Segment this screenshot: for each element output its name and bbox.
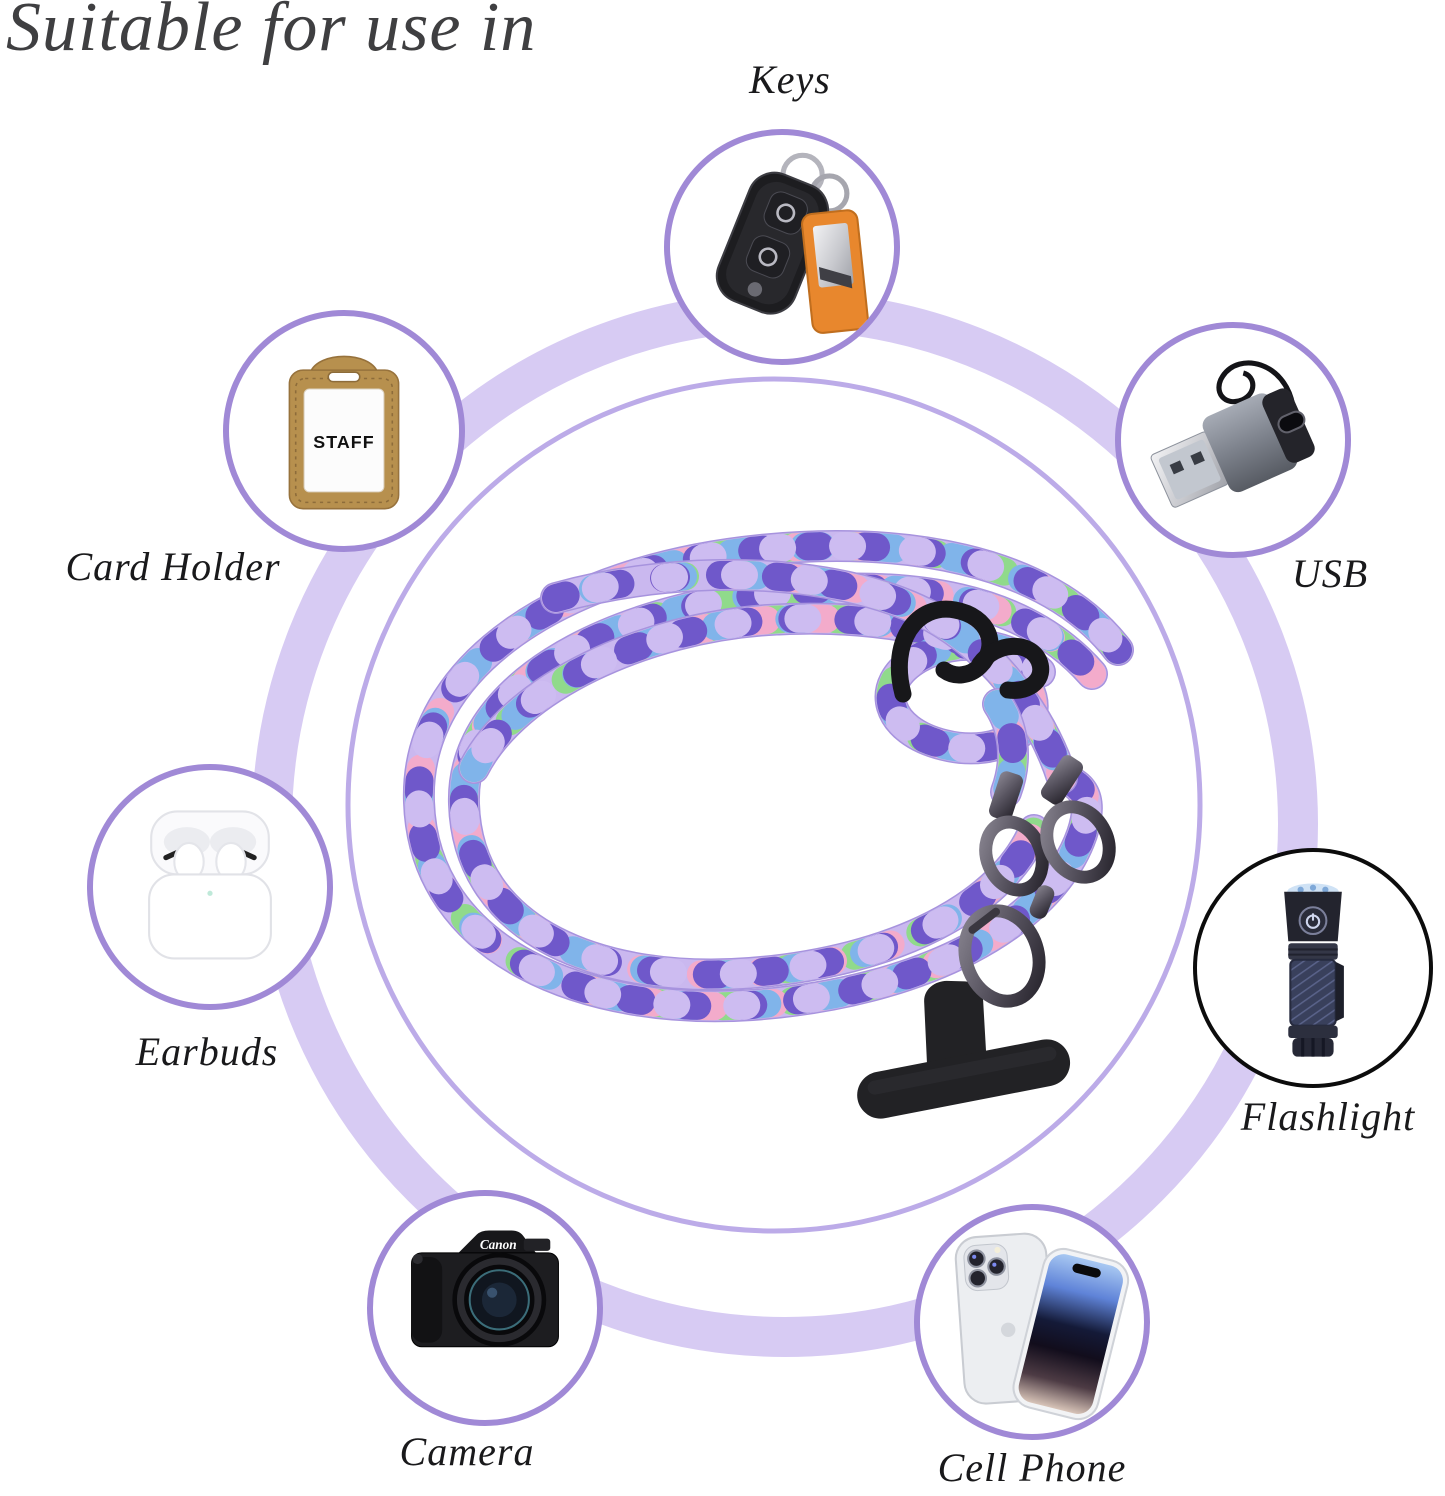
key-fob <box>715 171 830 315</box>
phone-front <box>1012 1247 1130 1421</box>
item-label-earbuds: Earbuds <box>135 1029 279 1074</box>
item-circle-flashlight <box>1193 848 1433 1088</box>
item-label-keys: Keys <box>749 57 831 102</box>
staff-card-text: STAFF <box>313 432 374 452</box>
metal-clasps <box>958 755 1116 1008</box>
item-label-card-holder: Card Holder <box>65 544 281 589</box>
phone-tab-patch <box>857 980 1071 1119</box>
item-circle-keys <box>664 129 900 365</box>
carabiner-clasp <box>958 904 1046 1008</box>
rope-hook <box>890 600 1050 703</box>
item-label-flashlight: Flashlight <box>1240 1094 1416 1139</box>
item-label-cell-phone: Cell Phone <box>937 1445 1127 1490</box>
item-circle-camera: Canon <box>367 1190 603 1426</box>
lanyard-string-icon <box>1216 360 1296 406</box>
item-label-camera: Camera <box>399 1429 535 1474</box>
car-key-fob-icon <box>715 152 869 334</box>
item-label-usb: USB <box>1291 551 1369 596</box>
item-circle-usb <box>1115 322 1351 558</box>
item-circle-card-holder: STAFF <box>223 310 465 552</box>
flashlight-icon <box>1284 883 1344 1057</box>
leather-keychain <box>801 209 869 334</box>
item-circle-earbuds <box>87 764 333 1010</box>
id-card-holder-icon: STAFF <box>288 355 400 510</box>
earbud-right <box>215 841 257 882</box>
earbud-left <box>163 841 205 882</box>
dslr-camera-icon: Canon <box>411 1230 559 1348</box>
usb-adapter-icon <box>1150 360 1315 508</box>
inner-circle <box>345 376 1203 1234</box>
smartphone-icon <box>954 1232 1130 1421</box>
pocket-clip <box>1335 961 1344 1022</box>
camera-brand-text: Canon <box>480 1237 517 1252</box>
item-circle-cell-phone <box>914 1204 1150 1440</box>
page-title: Suitable for use in <box>6 0 537 66</box>
earbuds-case-icon <box>148 810 272 960</box>
